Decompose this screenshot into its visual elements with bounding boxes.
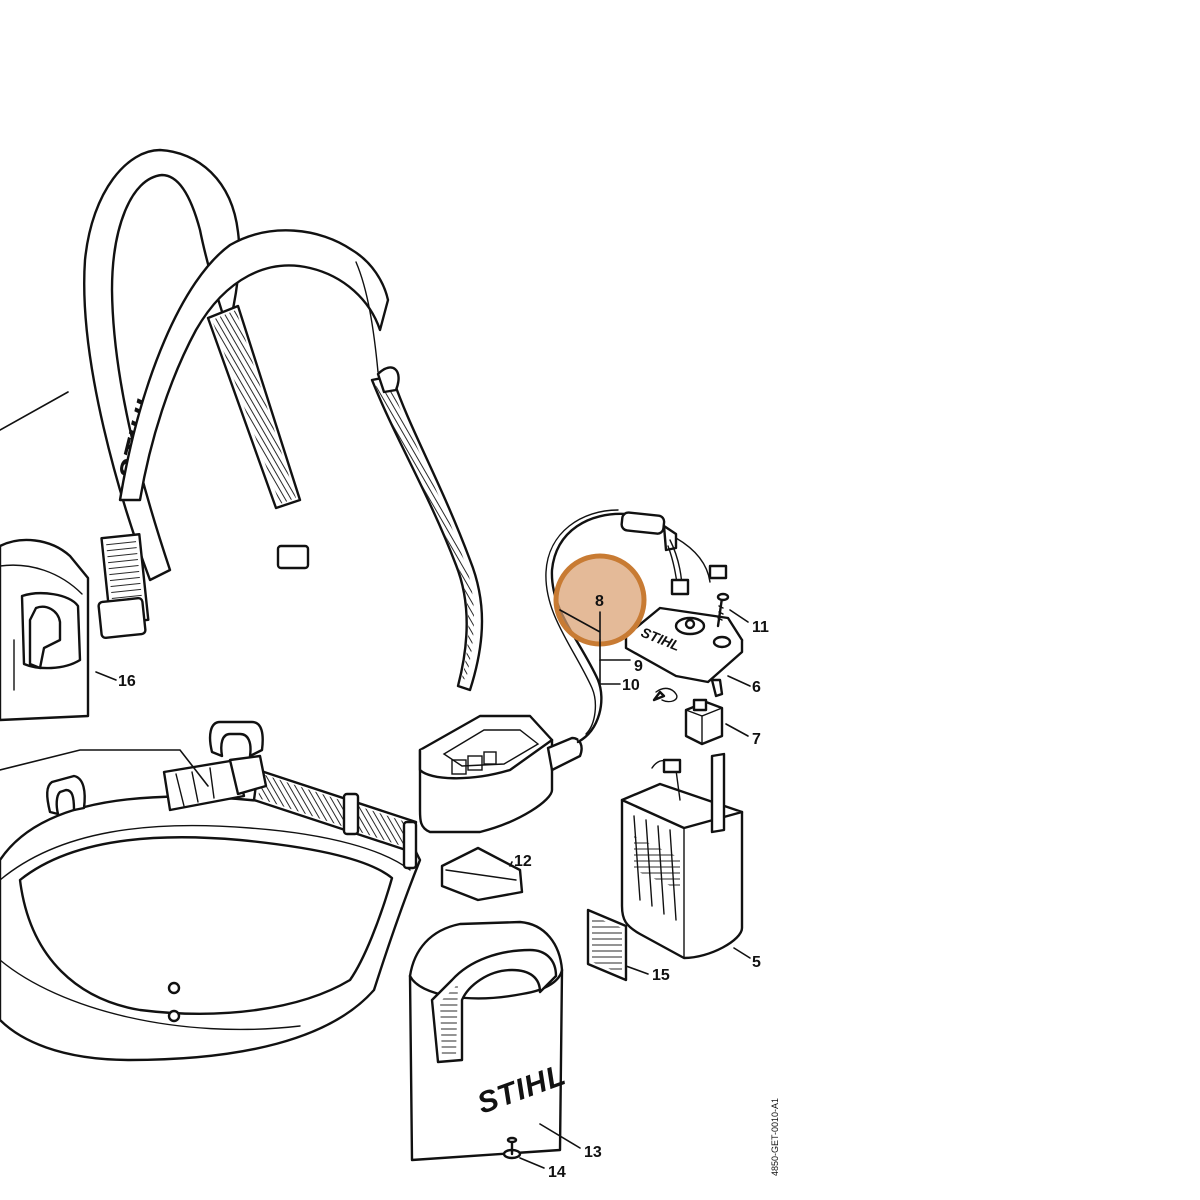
grille-plate-15 [586, 908, 628, 982]
part-label-16: 16 [118, 673, 136, 690]
screw-10 [652, 690, 666, 702]
leader-lines [95, 609, 751, 1169]
part-label-7: 7 [752, 731, 761, 748]
part-label-5: 5 [752, 954, 761, 971]
battery-housing-5 [620, 752, 744, 960]
battery-pouch-13: STIHL [408, 920, 571, 1162]
screw-11 [716, 592, 730, 628]
screw-14 [502, 1136, 522, 1160]
part-label-8: 8 [595, 593, 604, 610]
label-sticker-12 [440, 846, 524, 902]
harness-pouch [0, 538, 90, 722]
part-label-14: 14 [548, 1164, 566, 1181]
part-label-15: 15 [652, 967, 670, 984]
hip-belt [0, 720, 422, 1062]
switch-7 [684, 698, 724, 746]
spring-clip-9 [655, 687, 678, 703]
part-label-11: 11 [752, 619, 769, 636]
part-label-12: 12 [514, 853, 532, 870]
part-label-6: 6 [752, 679, 761, 696]
control-cover: STIHL [624, 606, 744, 698]
battery-tray [418, 714, 583, 834]
part-label-10: 10 [622, 677, 640, 694]
drawing-code: 4850-GET-0010-A1 [770, 1098, 780, 1176]
part-labels: 8 9 10 11 6 7 12 5 15 13 14 16 [118, 593, 769, 1181]
part-label-9: 9 [634, 658, 643, 675]
part-label-13: 13 [584, 1144, 602, 1161]
